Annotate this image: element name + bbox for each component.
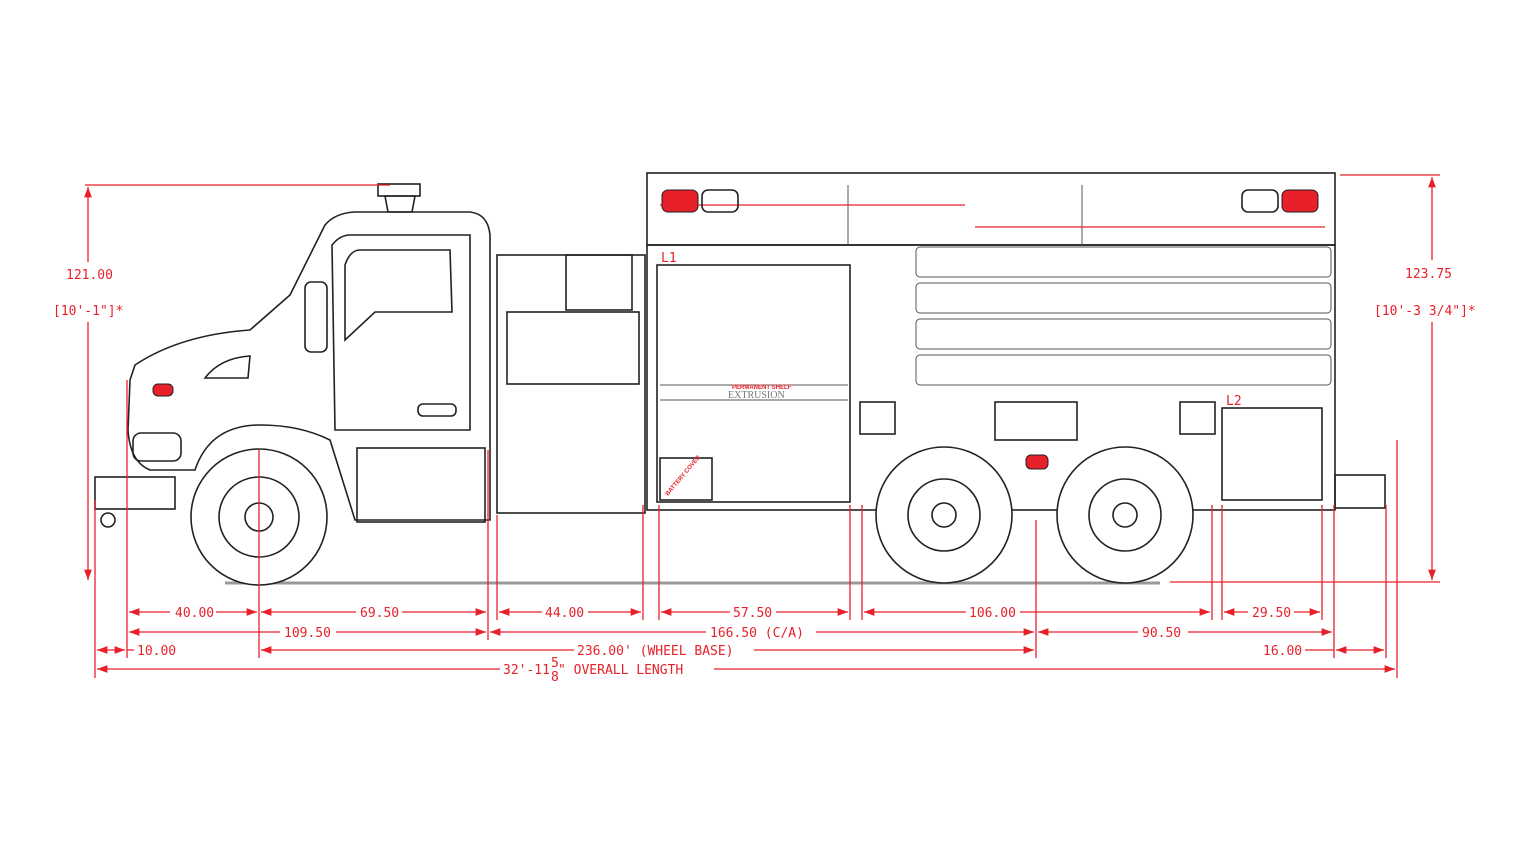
rear-height: 123.75 <box>1405 267 1452 282</box>
dimension-row-1: 40.00 69.50 44.00 57.50 106.00 29.50 <box>129 604 1320 621</box>
tail-light <box>1241 189 1279 213</box>
compartment-l2-label: L2 <box>1226 394 1242 409</box>
rear-height-ft: [10'-3 3/4"]* <box>1374 304 1476 319</box>
overall-length-feet: 32'-11 <box>503 663 550 678</box>
compartment-l1-label: L1 <box>661 251 677 266</box>
bumper <box>94 476 176 510</box>
front-height-ft: [10'-1"]* <box>53 304 123 319</box>
rear-wheel-rear <box>1056 446 1194 584</box>
step <box>356 447 486 523</box>
dim-cab-to-axle: 166.50 (C/A) <box>710 626 804 641</box>
overall-length-label: " OVERALL LENGTH <box>558 663 683 678</box>
mirror <box>304 281 328 353</box>
battery-cover-label: BATTERY COVER <box>665 454 703 497</box>
tail-light <box>1281 189 1319 213</box>
door-handle <box>417 403 457 417</box>
hose-tray <box>915 354 1332 386</box>
dim-29-50: 29.50 <box>1252 606 1291 621</box>
dim-106: 106.00 <box>969 606 1016 621</box>
body-upper <box>646 172 1336 246</box>
dim-69-50: 69.50 <box>360 606 399 621</box>
compartment-l2 <box>1221 407 1323 501</box>
access-panel <box>994 401 1078 441</box>
hood-vent <box>203 355 251 379</box>
access-panel-small <box>859 401 896 435</box>
compartment-l1 <box>656 264 851 503</box>
side-light <box>1025 454 1049 470</box>
overall-length-fraction-num: 5 <box>551 656 559 671</box>
hose-tray <box>915 282 1332 314</box>
tail-light <box>701 189 739 213</box>
headlight <box>132 432 182 462</box>
dim-90-50: 90.50 <box>1142 626 1181 641</box>
hose-tray <box>915 318 1332 350</box>
dim-wheel-base: 236.00' (WHEEL BASE) <box>577 644 734 659</box>
permanent-shelf-label: PERMANENT SHELF <box>732 385 792 391</box>
truck: L1 PERMANENT SHELF EXTRUSION BATTERY COV… <box>94 172 1386 586</box>
roof-beacon <box>377 183 421 197</box>
extrusion-label: EXTRUSION <box>728 390 785 401</box>
extension-lines <box>94 380 1398 678</box>
dim-16: 16.00 <box>1263 644 1302 659</box>
dim-10: 10.00 <box>137 644 176 659</box>
battery-cover <box>659 457 713 501</box>
rear-wheel-front <box>875 446 1013 584</box>
dim-40: 40.00 <box>175 606 214 621</box>
access-panel-small <box>1179 401 1216 435</box>
dimension-overall-length: 32'-11 5 8 " OVERALL LENGTH <box>97 656 1395 685</box>
cab-door <box>331 234 471 431</box>
beacon-base <box>384 195 416 213</box>
hose-tray <box>915 246 1332 278</box>
dim-109-50: 109.50 <box>284 626 331 641</box>
cab <box>127 211 491 521</box>
cab-window <box>344 249 453 342</box>
dimensions: 121.00 [10'-1"]* 123.75 [10'-3 3/4"]* <box>53 174 1490 685</box>
dim-44: 44.00 <box>545 606 584 621</box>
tow-hook <box>100 512 116 528</box>
pump-compartment <box>506 311 640 385</box>
tail-light <box>661 189 699 213</box>
rear-step <box>1334 474 1386 509</box>
dimension-row-3: 10.00 236.00' (WHEEL BASE) 16.00 <box>97 642 1384 659</box>
overall-length-fraction-den: 8 <box>551 670 559 685</box>
hose-reel <box>565 254 633 311</box>
front-height: 121.00 <box>66 268 113 283</box>
dimension-row-2: 109.50 166.50 (C/A) 90.50 <box>129 624 1332 641</box>
marker-light <box>152 383 174 397</box>
dim-57-50: 57.50 <box>733 606 772 621</box>
